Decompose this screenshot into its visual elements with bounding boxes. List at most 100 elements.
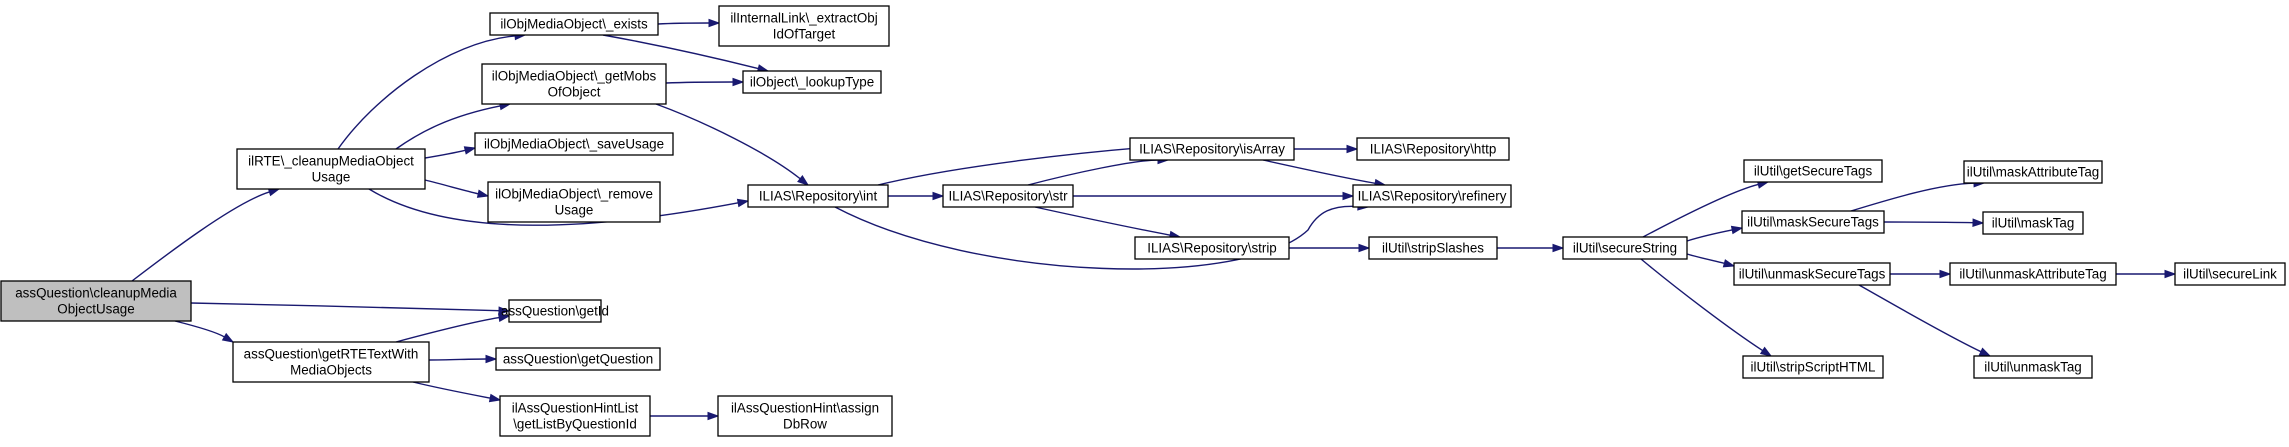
node-label: ilObjMediaObject\_saveUsage bbox=[484, 137, 664, 152]
node-box bbox=[742, 70, 882, 94]
edge-arrowhead bbox=[1759, 346, 1773, 357]
node-label: MediaObjects bbox=[290, 363, 372, 378]
edge-n5-to-n12 bbox=[665, 77, 745, 87]
edge-line bbox=[602, 34, 759, 70]
edge-arrowhead bbox=[732, 77, 745, 87]
node-box bbox=[2174, 262, 2286, 286]
function-node[interactable]: ILIAS\Repository\http bbox=[1356, 137, 1510, 161]
edge-n16-to-n14 bbox=[1262, 159, 1387, 188]
edge-line bbox=[337, 35, 516, 150]
edge-arrowhead bbox=[1972, 218, 1985, 227]
node-label: ilRTE\_cleanupMediaObject bbox=[248, 154, 414, 169]
node-box bbox=[1742, 355, 1884, 379]
node-box bbox=[747, 184, 889, 208]
node-label: ILIAS\Repository\str bbox=[948, 189, 1068, 204]
function-node[interactable]: ilUtil\stripScriptHTML bbox=[1742, 355, 1884, 379]
edge-n23-to-n27 bbox=[1889, 269, 1952, 279]
node-label: IdOfTarget bbox=[773, 27, 836, 42]
node-label: \getListByQuestionId bbox=[513, 417, 637, 432]
edge-n20-to-n24 bbox=[1640, 258, 1773, 357]
edge-line bbox=[1642, 183, 1759, 238]
edge-arrowhead bbox=[1730, 225, 1744, 235]
node-label: ilUtil\secureLink bbox=[2183, 267, 2277, 282]
node-label: ilUtil\maskAttributeTag bbox=[1967, 165, 2099, 180]
edge-n23-to-n28 bbox=[1858, 284, 1992, 357]
function-node[interactable]: ilUtil\getSecureTags bbox=[1743, 159, 1883, 183]
function-node[interactable]: ILIAS\Repository\strip bbox=[1134, 236, 1290, 260]
edge-n13-to-n17 bbox=[1034, 206, 1182, 240]
function-node[interactable]: ILIAS\Repository\refinery bbox=[1352, 184, 1512, 208]
edge-n17-to-n19 bbox=[1289, 243, 1371, 253]
node-label: ilObject\_lookupType bbox=[750, 75, 874, 90]
node-label: assQuestion\getId bbox=[501, 304, 609, 319]
node-box bbox=[474, 132, 674, 156]
function-node[interactable]: ilUtil\maskTag bbox=[1982, 211, 2084, 235]
function-node[interactable]: ilObject\_lookupType bbox=[742, 70, 882, 94]
function-node[interactable]: ilAssQuestionHintList\getListByQuestionI… bbox=[499, 395, 651, 437]
function-node[interactable]: ilUtil\secureLink bbox=[2174, 262, 2286, 286]
function-node[interactable]: ilObjMediaObject\_exists bbox=[489, 12, 659, 36]
edge-line bbox=[1027, 159, 1159, 186]
edge-arrowhead bbox=[1346, 144, 1359, 154]
node-box bbox=[1963, 160, 2103, 184]
node-box bbox=[1733, 262, 1891, 286]
edge-line bbox=[424, 149, 466, 159]
node-box bbox=[1134, 236, 1290, 260]
node-label: ilUtil\getSecureTags bbox=[1754, 164, 1873, 179]
node-label: ilUtil\secureString bbox=[1573, 241, 1677, 256]
node-box bbox=[481, 63, 667, 105]
node-label: assQuestion\getQuestion bbox=[503, 352, 653, 367]
function-node[interactable]: ilUtil\maskAttributeTag bbox=[1963, 160, 2103, 184]
edge-arrowhead bbox=[2164, 269, 2177, 279]
node-box bbox=[1982, 211, 2084, 235]
node-label: ilAssQuestionHint\assign bbox=[731, 401, 879, 416]
node-box bbox=[236, 148, 426, 190]
edge-n22-to-n26 bbox=[1883, 218, 1985, 227]
node-label: ilUtil\maskTag bbox=[1992, 216, 2075, 231]
edge-line bbox=[655, 103, 801, 180]
function-node[interactable]: ilUtil\unmaskSecureTags bbox=[1733, 262, 1891, 286]
edge-arrowhead bbox=[221, 332, 235, 343]
node-box bbox=[487, 181, 661, 223]
node-label: ILIAS\Repository\int bbox=[759, 189, 878, 204]
function-node[interactable]: ILIAS\Repository\int bbox=[747, 184, 889, 208]
edge-n4-to-n11 bbox=[657, 18, 721, 28]
edge-arrowhead bbox=[1358, 243, 1371, 253]
edge-arrowhead bbox=[1722, 259, 1736, 268]
edge-arrowhead bbox=[1939, 269, 1952, 279]
edge-n3-to-n10 bbox=[412, 381, 502, 403]
edge-n1-to-n8 bbox=[368, 188, 750, 226]
edge-line bbox=[395, 316, 500, 343]
function-node[interactable]: ILIAS\Repository\str bbox=[942, 184, 1074, 208]
function-node[interactable]: ilUtil\unmaskTag bbox=[1973, 355, 2093, 379]
function-node[interactable]: assQuestion\getId bbox=[501, 299, 609, 323]
node-label: ilInternalLink\_extractObj bbox=[730, 11, 877, 26]
function-node[interactable]: ilUtil\maskSecureTags bbox=[1741, 210, 1885, 234]
node-box bbox=[508, 299, 602, 323]
edge-n27-to-n29 bbox=[2115, 269, 2177, 279]
function-node[interactable]: ilUtil\secureString bbox=[1562, 236, 1688, 260]
node-box bbox=[718, 5, 890, 47]
node-label: ilAssQuestionHintList bbox=[512, 401, 639, 416]
node-label: ilUtil\maskSecureTags bbox=[1747, 215, 1879, 230]
edge-n3-to-n9 bbox=[428, 354, 498, 364]
function-node[interactable]: ilUtil\stripSlashes bbox=[1368, 236, 1498, 260]
edge-arrowhead bbox=[463, 146, 477, 155]
function-node[interactable]: ILIAS\Repository\isArray bbox=[1129, 137, 1295, 161]
edge-line bbox=[174, 320, 225, 338]
function-node[interactable]: assQuestion\getQuestion bbox=[495, 347, 661, 371]
edge-n5-to-n8 bbox=[655, 103, 810, 186]
edge-n0-to-n2 bbox=[190, 302, 511, 315]
function-node[interactable]: ilObjMediaObject\_saveUsage bbox=[474, 132, 674, 156]
edge-line bbox=[131, 191, 270, 282]
function-node[interactable]: ilUtil\unmaskAttributeTag bbox=[1949, 262, 2117, 286]
edge-line bbox=[412, 381, 491, 399]
